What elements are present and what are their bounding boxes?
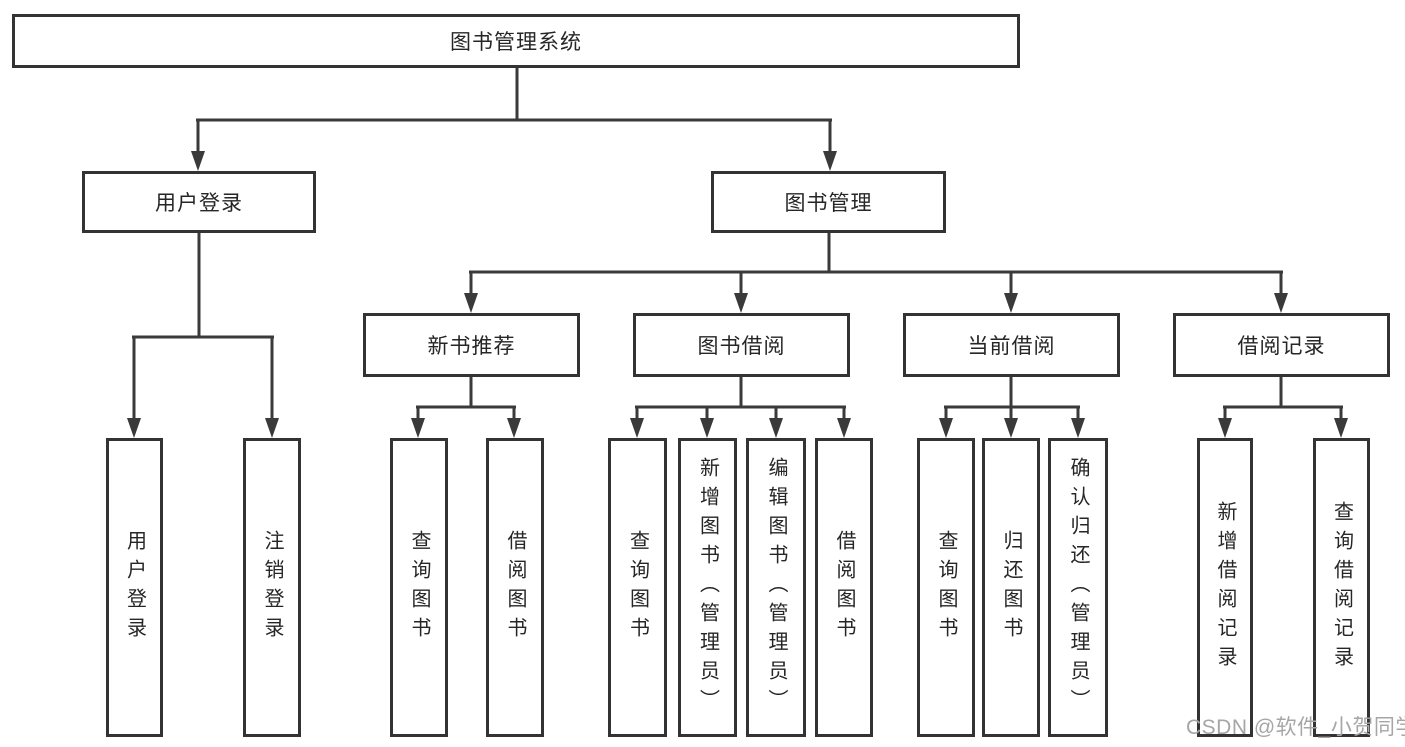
leaf-logout: 注销登录	[243, 438, 301, 737]
connector-user-login	[132, 233, 274, 421]
node-label: 查询借阅记录	[1330, 500, 1353, 675]
node-label: 查询图书	[408, 529, 430, 646]
leaf-query-books-borrow: 查询图书	[608, 438, 667, 737]
node-label: 编辑图书（管理员）	[765, 457, 787, 718]
node-label: 用户登录	[155, 192, 243, 215]
connector-root	[196, 68, 832, 154]
connector-book-mgmt	[469, 233, 1283, 296]
node-label: 归还图书	[1000, 529, 1022, 646]
node-label: 查询图书	[626, 529, 649, 646]
leaf-edit-books-admin: 编辑图书（管理员）	[746, 438, 806, 737]
node-book-management: 图书管理	[711, 171, 946, 233]
node-label: 查询图书	[935, 529, 957, 646]
node-label: 新增图书（管理员）	[696, 457, 719, 718]
node-label: 借阅图书	[504, 529, 526, 646]
node-root-system: 图书管理系统	[12, 14, 1020, 68]
leaf-query-books-recommend: 查询图书	[390, 438, 448, 737]
leaf-return-books: 归还图书	[982, 438, 1040, 737]
node-user-login: 用户登录	[82, 171, 316, 233]
leaf-query-books-current: 查询图书	[917, 438, 975, 737]
node-label: 确认归还（管理员）	[1067, 457, 1089, 718]
node-book-borrowing: 图书借阅	[633, 313, 850, 377]
leaf-query-borrow-record: 查询借阅记录	[1313, 438, 1370, 737]
connector-current-borrow	[944, 377, 1080, 421]
node-label: 新书推荐	[427, 335, 516, 358]
node-label: 注销登录	[261, 529, 283, 646]
node-current-borrowing: 当前借阅	[903, 313, 1120, 377]
leaf-add-books-admin: 新增图书（管理员）	[678, 438, 737, 737]
connector-borrow-records	[1223, 377, 1343, 421]
node-label: 借阅记录	[1237, 335, 1326, 358]
leaf-user-login: 用户登录	[106, 438, 163, 737]
node-label: 图书管理系统	[450, 31, 582, 54]
node-label: 当前借阅	[967, 335, 1056, 358]
node-label: 图书借阅	[697, 335, 786, 358]
leaf-confirm-return-admin: 确认归还（管理员）	[1048, 438, 1108, 737]
connector-new-book	[416, 377, 516, 421]
node-label: 用户登录	[123, 529, 146, 646]
node-borrowing-records: 借阅记录	[1173, 313, 1390, 377]
leaf-borrow-books-recommend: 借阅图书	[486, 438, 544, 737]
node-label: 新增借阅记录	[1214, 500, 1236, 675]
csdn-watermark: CSDN @软件_小贺同学	[1186, 716, 1405, 739]
leaf-borrow-books: 借阅图书	[815, 438, 873, 737]
arrowheads	[127, 151, 1348, 438]
node-label: 借阅图书	[833, 529, 855, 646]
node-new-book-recommend: 新书推荐	[363, 313, 580, 377]
node-label: 图书管理	[784, 192, 873, 215]
leaf-add-borrow-record: 新增借阅记录	[1197, 438, 1253, 737]
connector-book-borrow	[635, 377, 846, 421]
